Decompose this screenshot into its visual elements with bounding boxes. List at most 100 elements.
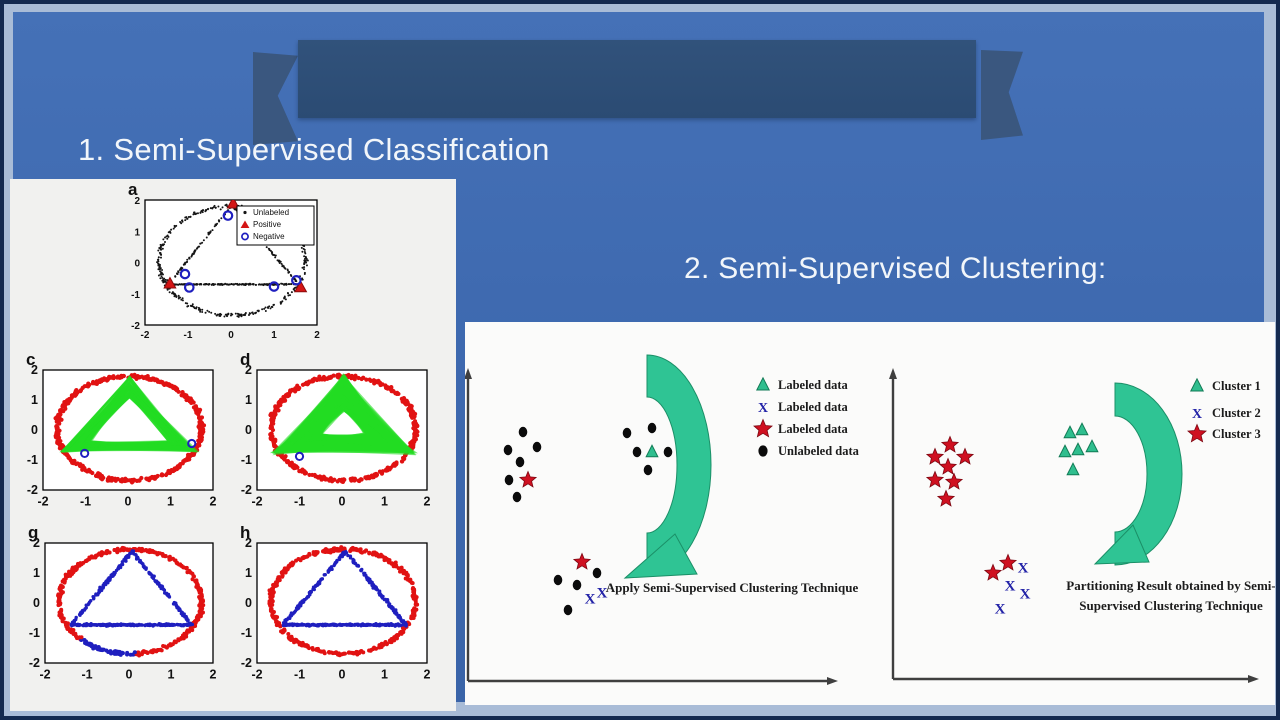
positive-marker	[294, 280, 308, 293]
triangle-marker-icon	[1066, 462, 1080, 476]
x-tick: 2	[210, 668, 217, 682]
plot-letter-g: g	[28, 523, 38, 542]
caption-partitioning-line2: Supervised Clustering Technique	[1079, 598, 1263, 613]
captions: Apply Semi-Supervised Clustering Techniq…	[606, 578, 1275, 613]
negative-marker	[222, 210, 234, 221]
dot-marker-icon	[518, 426, 528, 438]
y-tick: -2	[131, 321, 140, 332]
legend-label: Positive	[253, 220, 282, 229]
legend-label: Labeled data	[778, 378, 849, 392]
x-tick: -1	[294, 668, 305, 682]
axis-arrow-right-icon	[1248, 675, 1259, 683]
positive-marker	[226, 200, 240, 209]
x-tick: -1	[294, 495, 305, 509]
y-tick: 1	[31, 393, 38, 407]
plot-letter-a: a	[128, 180, 138, 199]
dot-marker-icon	[622, 427, 632, 439]
star-marker-icon	[940, 435, 960, 453]
star-marker-icon	[572, 552, 592, 570]
legend-label: Labeled data	[778, 422, 849, 436]
x-marker-icon: X	[585, 591, 596, 607]
dot-marker-icon	[532, 441, 542, 453]
legend-label: Cluster 1	[1212, 379, 1261, 393]
legend-label: Cluster 2	[1212, 406, 1261, 420]
y-tick: 1	[134, 227, 140, 238]
legend-label: Labeled data	[778, 400, 849, 414]
y-tick: 0	[134, 259, 140, 270]
y-tick: 0	[245, 596, 252, 610]
x-tick: 2	[314, 330, 320, 341]
x-tick: -1	[80, 495, 91, 509]
plot-letter-d: d	[240, 350, 250, 369]
star-marker-icon	[983, 563, 1003, 581]
y-tick: -2	[241, 656, 252, 670]
star-marker-icon	[925, 447, 945, 465]
x-tick: 1	[381, 495, 388, 509]
x-tick: 2	[424, 668, 431, 682]
triangle-marker-icon	[1058, 444, 1072, 458]
x-tick: -2	[251, 668, 262, 682]
y-tick: 0	[31, 423, 38, 437]
x-marker-icon: X	[1192, 407, 1202, 422]
x-tick: -2	[141, 330, 150, 341]
legend-label: Unlabeled	[253, 208, 289, 217]
title-banner-ribbon	[298, 40, 976, 118]
x-tick: -2	[251, 495, 262, 509]
dot-marker-icon	[503, 444, 513, 456]
y-tick: -1	[131, 290, 140, 301]
star-marker-icon	[998, 553, 1018, 571]
x-tick: 1	[168, 668, 175, 682]
dot-marker-icon	[758, 445, 768, 457]
caption-partitioning-line1: Partitioning Result obtained by Semi-	[1066, 578, 1275, 593]
star-marker-icon	[944, 472, 964, 490]
y-tick: 2	[31, 363, 38, 377]
y-tick: 2	[134, 196, 140, 207]
x-tick: 2	[424, 495, 431, 509]
legend-label: Negative	[253, 232, 285, 241]
dot-marker-icon	[647, 422, 657, 434]
curved-arrow-left-icon	[623, 354, 712, 579]
star-marker-icon	[938, 457, 958, 475]
x-tick: -2	[37, 495, 48, 509]
triangle-marker-icon	[1071, 442, 1085, 456]
legend-label: Cluster 3	[1212, 427, 1261, 441]
dot-marker-icon	[643, 464, 653, 476]
y-tick: 0	[33, 596, 40, 610]
dot-marker-icon	[563, 604, 573, 616]
star-marker-icon	[955, 447, 975, 465]
y-tick: 2	[33, 536, 40, 550]
unlabeled-dot-icon	[243, 210, 247, 215]
axes-right	[889, 368, 1259, 683]
y-tick: 1	[33, 566, 40, 580]
y-tick: -2	[27, 483, 38, 497]
axes-left	[465, 368, 838, 685]
x-marker-icon: X	[758, 401, 768, 416]
x-tick: 2	[210, 495, 217, 509]
x-tick: 1	[271, 330, 277, 341]
triangle-marker-icon	[1085, 439, 1099, 453]
x-tick: 0	[126, 668, 133, 682]
x-tick: 0	[339, 668, 346, 682]
plot-letter-c: c	[26, 350, 35, 369]
x-marker-icon: X	[995, 601, 1006, 617]
curved-arrow-right-icon	[1093, 382, 1183, 566]
y-tick: -1	[241, 453, 252, 467]
x-marker-icon: X	[1018, 560, 1029, 576]
x-tick: 1	[381, 668, 388, 682]
x-tick: 1	[167, 495, 174, 509]
axis-arrow-up-icon	[465, 368, 472, 379]
dot-marker-icon	[592, 567, 602, 579]
y-tick: -1	[27, 453, 38, 467]
classification-scatter-figure: a -2 -1 0 1 2 2 1 0 -1 -2 UnlabeledPositiveNegative…	[26, 180, 431, 682]
x-tick: -1	[184, 330, 193, 341]
dot-marker-icon	[515, 456, 525, 468]
heading-semi-supervised-classification: 1. Semi-Supervised Classification	[78, 132, 550, 167]
negative-marker	[183, 282, 195, 293]
heading-semi-supervised-clustering: 2. Semi-Supervised Clustering:	[684, 252, 1107, 285]
